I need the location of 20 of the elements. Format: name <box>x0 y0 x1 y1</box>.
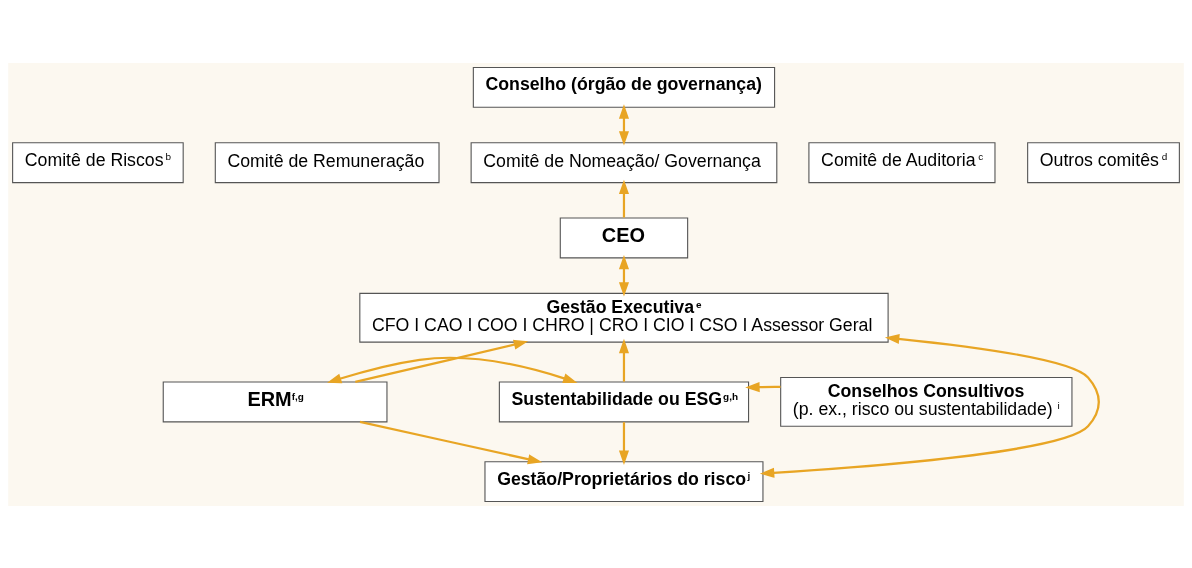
arrow <box>759 333 1100 478</box>
arrow <box>327 356 578 383</box>
node-box: Comitê de Riscos$^{b}$ <box>12 141 184 183</box>
node-box: Gestão Executiva$^{e}$ CFO I CAO I COO I CHRO | CRO I CIO I CSO I Assessor Geral <box>359 292 889 343</box>
node-box: Comitê de Nomeação/ Governança <box>470 141 778 183</box>
arrow <box>359 420 543 464</box>
arrow <box>618 338 629 382</box>
arrow <box>745 381 781 392</box>
node-box: CEO <box>559 217 689 258</box>
node-box: Gestão/Proprietários do risco$^{j}$ <box>484 460 764 502</box>
node-box: Outros comitês$^{d}$ <box>1027 141 1180 183</box>
node-box: Comitê de Auditoria$^{c}$ <box>808 141 996 183</box>
arrow <box>618 421 629 465</box>
node-box: Conselhos Consultivos (p. ex., risco ou sustentabilidade)$^{i}$ <box>780 376 1073 427</box>
arrow <box>618 179 629 218</box>
node-box: Conselho (órgão de governança) <box>472 66 776 108</box>
node-box: Sustentabilidade ou ESG$^{g,h}$ <box>498 380 750 422</box>
node-box: ERM$^{f,g}$ <box>162 380 388 422</box>
arrow <box>355 339 529 383</box>
node-box: Comitê de Remuneração <box>214 141 440 183</box>
